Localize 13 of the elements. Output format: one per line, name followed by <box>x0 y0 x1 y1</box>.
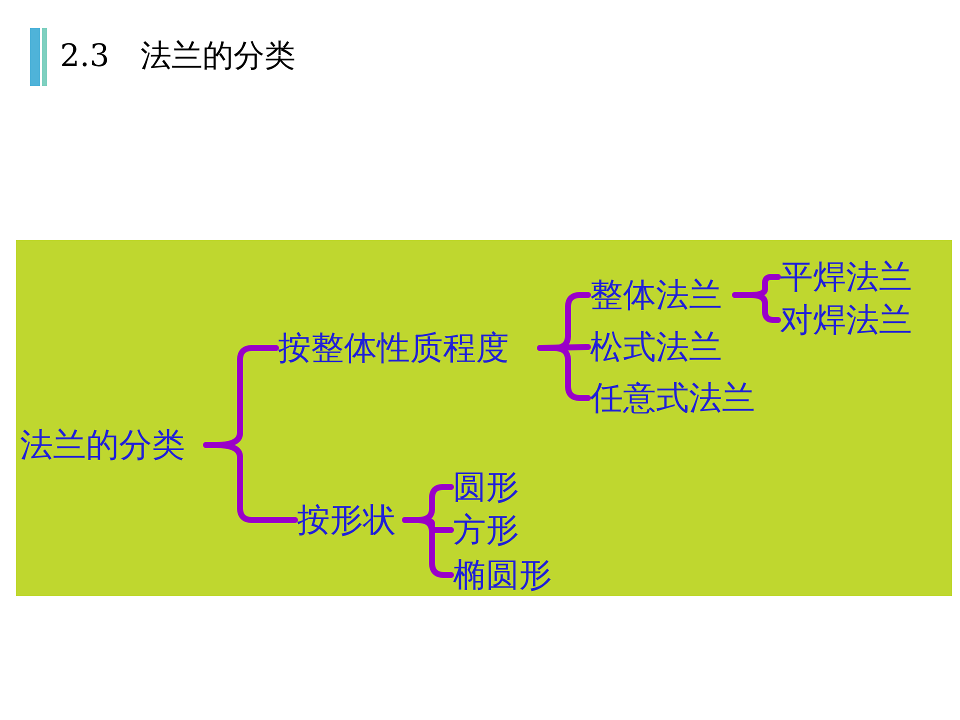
node-label: 任意式法兰 <box>590 378 772 418</box>
node-label: 法兰的分类 <box>20 425 206 465</box>
node-label: 松式法兰 <box>590 327 735 367</box>
node-label: 整体法兰 <box>590 275 735 315</box>
node-label: 按整体性质程度 <box>278 328 540 368</box>
node-label: 平焊法兰 <box>780 257 925 297</box>
node-label: 按形状 <box>297 500 405 540</box>
node-label: 方形 <box>453 510 527 550</box>
node-label: 椭圆形 <box>453 555 563 595</box>
node-label: 圆形 <box>453 467 527 507</box>
node-label: 对焊法兰 <box>780 300 925 340</box>
brace-line <box>203 442 298 523</box>
title: 2.3 法兰的分类 <box>60 37 296 76</box>
